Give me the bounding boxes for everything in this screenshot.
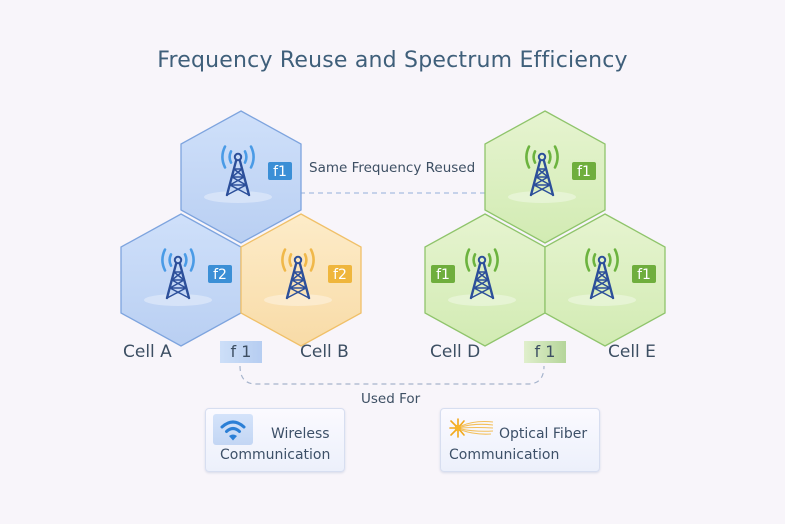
cell-d-label: Cell D — [430, 342, 481, 362]
frequency-badge: f2 — [208, 265, 232, 283]
hex-cell-cell-e: f1 — [544, 213, 666, 347]
frequency-badge-label: f1 — [436, 267, 450, 283]
cell-tower-icon — [165, 255, 191, 300]
tower-shadow — [448, 294, 516, 306]
wireless-line2: Communication — [220, 447, 331, 463]
signal-waves-icon — [161, 248, 195, 272]
cell-a-label: Cell A — [123, 342, 172, 362]
optical-fiber-communication-card: Optical Fiber Communication — [440, 408, 600, 472]
same-frequency-reused-label: Same Frequency Reused — [309, 160, 476, 176]
frequency-badge: f2 — [328, 265, 352, 283]
frequency-badge: f1 — [632, 265, 656, 283]
hex-cell-top-left: f1 — [180, 110, 302, 244]
cell-tower-icon — [529, 152, 555, 197]
optical-line2: Communication — [449, 447, 560, 463]
cell-e-label: Cell E — [608, 342, 656, 362]
hex-cell-cell-b: f2 — [240, 213, 362, 347]
tower-shadow — [204, 191, 272, 203]
tower-shadow — [508, 191, 576, 203]
hex-cell-top-right: f1 — [484, 110, 606, 244]
cell-tower-icon — [589, 255, 615, 300]
wifi-icon — [213, 414, 253, 445]
cell-b-label: Cell B — [300, 342, 349, 362]
frequency-badge-label: f1 — [273, 164, 287, 180]
tower-shadow — [144, 294, 212, 306]
signal-waves-icon — [585, 248, 619, 272]
frequency-badge: f1 — [431, 265, 455, 283]
tower-shadow — [568, 294, 636, 306]
left-freq-chip-bg — [220, 341, 262, 363]
signal-waves-icon — [221, 145, 255, 169]
cell-tower-icon — [285, 255, 311, 300]
right-freq-chip-bg — [524, 341, 566, 363]
optical-fiber-icon — [449, 417, 497, 439]
tower-shadow — [264, 294, 332, 306]
wireless-line1: Wireless — [271, 426, 330, 442]
cell-tower-icon — [225, 152, 251, 197]
right-freq-label: f 1 — [534, 342, 556, 361]
page-title: Frequency Reuse and Spectrum Efficiency — [157, 48, 628, 73]
wireless-communication-card: Wireless Communication — [205, 408, 345, 472]
cell-tower-icon — [469, 255, 495, 300]
signal-waves-icon — [525, 145, 559, 169]
frequency-badge-label: f2 — [333, 267, 347, 283]
frequency-badge-label: f1 — [577, 164, 591, 180]
hex-cell-cell-a: f2 — [120, 213, 242, 347]
frequency-badge-label: f2 — [213, 267, 227, 283]
frequency-badge: f1 — [268, 162, 292, 180]
frequency-badge: f1 — [572, 162, 596, 180]
signal-waves-icon — [281, 248, 315, 272]
used-for-bracket — [239, 365, 545, 385]
signal-waves-icon — [465, 248, 499, 272]
left-freq-label: f 1 — [230, 342, 252, 361]
hex-cell-cell-d: f1 — [424, 213, 546, 347]
frequency-badge-label: f1 — [637, 267, 651, 283]
used-for-label: Used For — [361, 391, 421, 407]
optical-line1: Optical Fiber — [499, 426, 588, 442]
